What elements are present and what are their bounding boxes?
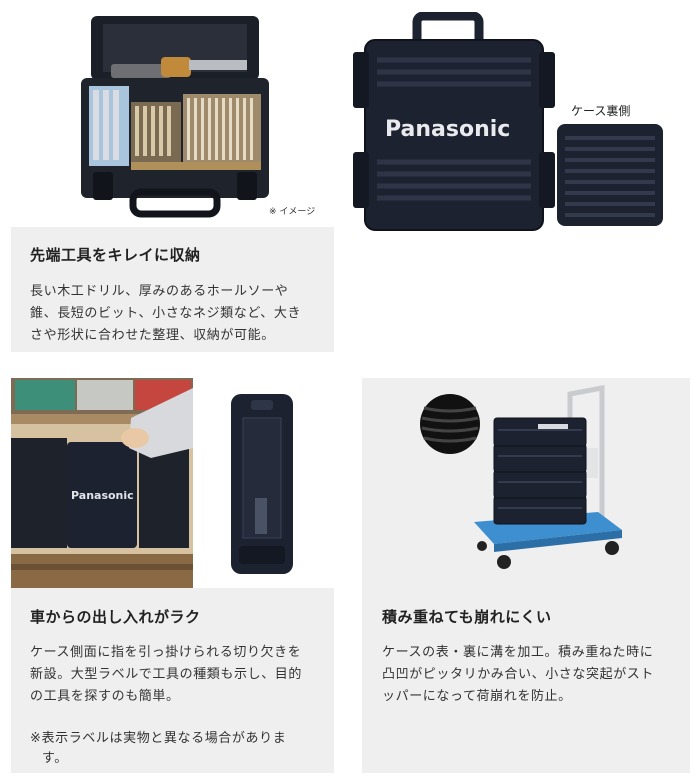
stacking-body-line-1: ケースの表・裏に溝を加工。積み重ねた時に [382, 645, 654, 660]
loading-title: 車からの出し入れがラク [30, 608, 201, 626]
loading-note-line-1: ※表示ラベルは実物と異なる場合がありま [30, 731, 287, 746]
storage-body-line-2: 錐、長短のビット、小さなネジ類など、大き [30, 306, 302, 321]
feature-card-stacking: 積み重ねても崩れにくい ケースの表・裏に溝を加工。積み重ねた時に 凸凹がピッタリ… [362, 378, 690, 773]
case-product-image: Panasonic ケース裏側 [345, 12, 690, 237]
loading-body-line-1: ケース側面に指を引っ掛けられる切り欠きを [30, 645, 302, 660]
car-loading-image: Panasonic [11, 378, 193, 588]
storage-case-open-image: ※ イメージ [11, 12, 334, 227]
storage-body-line-1: 長い木工ドリル、厚みのあるホールソーや [30, 284, 289, 299]
stacking-body-line-2: 凸凹がピッタリかみ合い、小さな突起がスト [382, 667, 655, 682]
storage-body-line-3: さや形状に合わせた整理、収納が可能。 [30, 328, 275, 343]
stacking-body-line-3: ッパーになって荷崩れを防止。 [382, 689, 572, 704]
loading-body-line-2: 新設。大型ラベルで工具の種類も示し、目的 [30, 667, 303, 682]
feature-card-loading: Panasonic 車からの出し入れがラク ケース側面に指を引っ掛けられる切り欠… [11, 378, 334, 773]
brand-logo-small: Panasonic [71, 489, 134, 502]
loading-note-line-2: す。 [42, 751, 68, 766]
brand-logo: Panasonic [385, 117, 510, 142]
feature-card-storage: ※ イメージ 先端工具をキレイに収納 長い木工ドリル、厚みのあるホールソーや 錐… [11, 12, 334, 352]
loading-body-line-3: の工具を探すのも簡単。 [30, 689, 180, 704]
storage-title: 先端工具をキレイに収納 [30, 246, 201, 264]
case-back-caption: ケース裏側 [571, 104, 631, 118]
image-note: ※ イメージ [269, 207, 316, 217]
case-side-label-image [193, 378, 334, 588]
stacking-cart-image [362, 378, 690, 588]
stacking-title: 積み重ねても崩れにくい [382, 608, 552, 626]
